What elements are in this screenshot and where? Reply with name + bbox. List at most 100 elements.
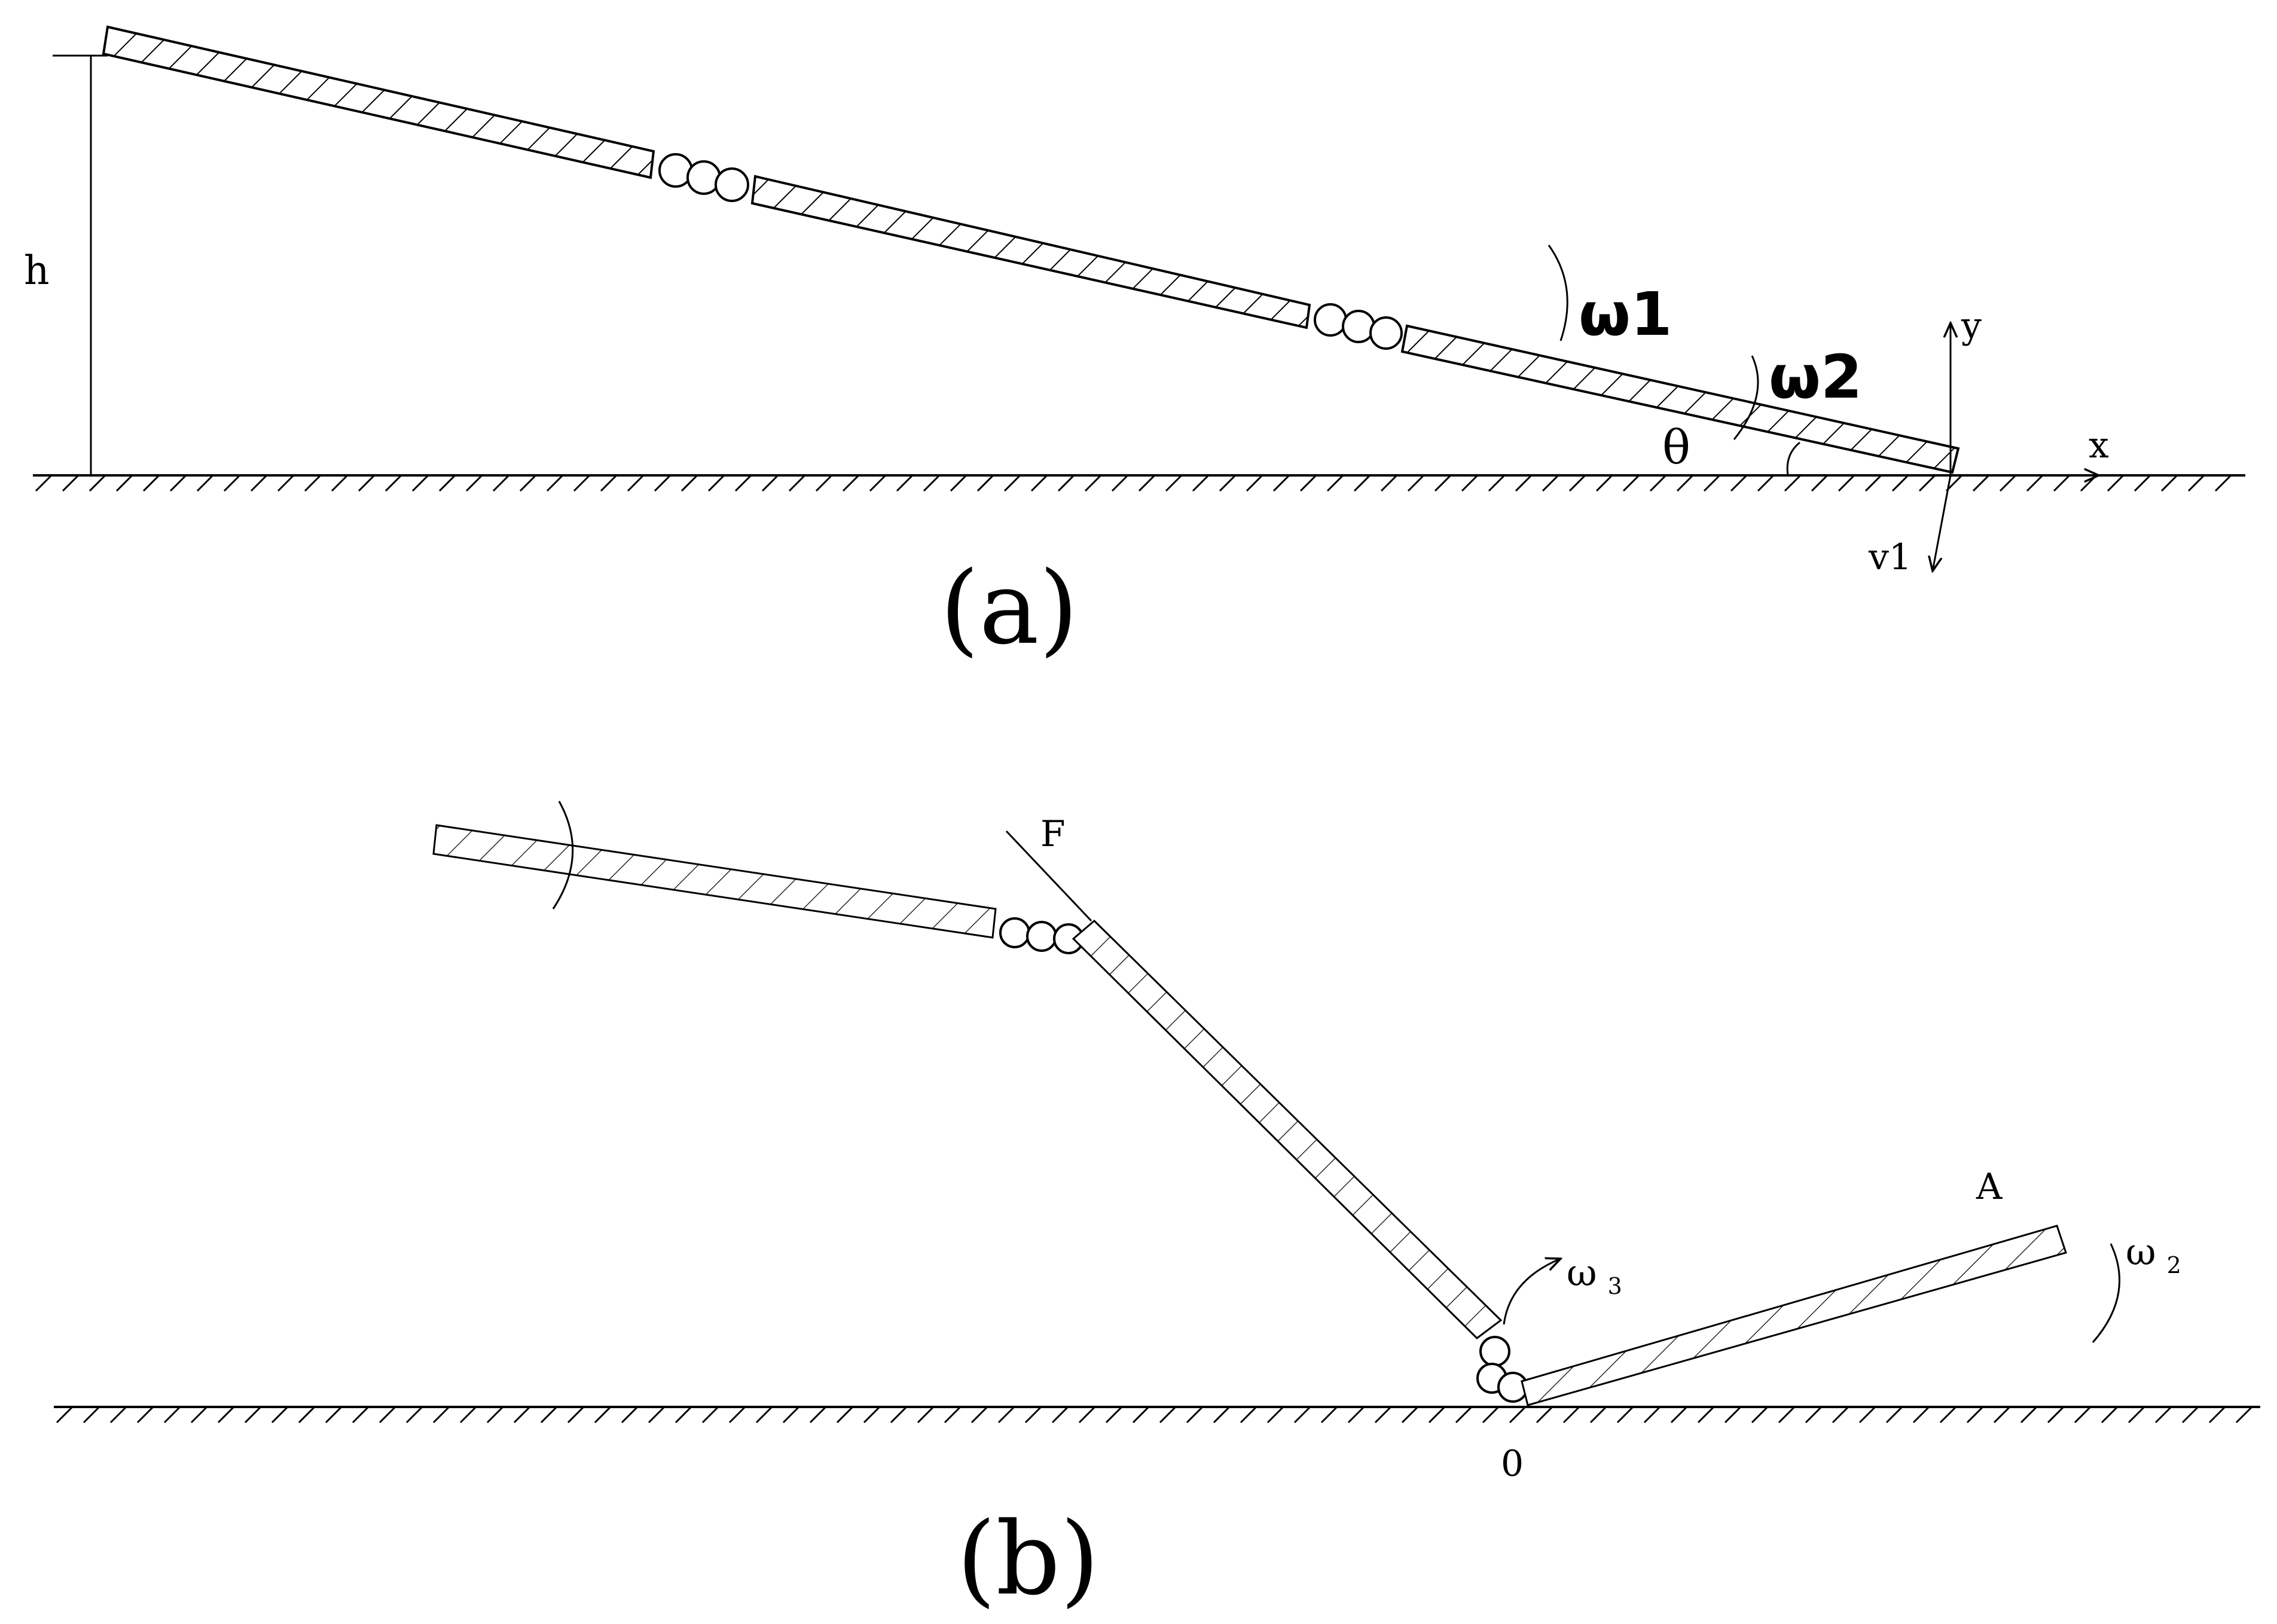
ground-hatch-tick [2181,1406,2199,1424]
ground-hatch-tick [2080,474,2098,492]
ground-hatch-tick [815,474,833,492]
ground-hatch-tick [1461,474,1479,492]
ground-hatch-tick [1455,1406,1473,1424]
ground-hatch-tick [35,474,53,492]
ground-hatch-tick [304,474,322,492]
ground-hatch-tick [1751,1406,1769,1424]
label-omega2: ω2 [1769,342,1863,412]
caption-b: (b) [957,1500,1100,1617]
ground-hatch-tick [1024,1406,1042,1424]
left-rotation-arc [552,801,574,909]
ground-hatch-tick [2020,1406,2038,1424]
ground-hatch-tick [1186,1406,1204,1424]
ground-hatch-tick [1778,1406,1796,1424]
ground-hatch-tick [1401,1406,1419,1424]
ground-hatch-tick [1891,474,1909,492]
ground-hatch-tick [223,474,241,492]
omega1-arc [1547,245,1568,341]
ground-hatch-tick [1051,1406,1069,1424]
ground-hatch-tick [1111,474,1129,492]
ground-hatch-tick [1293,1406,1311,1424]
ground-hatch-tick [56,1406,74,1424]
ground-hatch-tick [411,474,429,492]
ground-hatch-tick [459,1406,477,1424]
ground-hatch-tick [492,474,510,492]
ground-hatch-tick [1542,474,1559,492]
ground-hatch-tick [115,474,133,492]
ground-hatch-tick [438,474,456,492]
ground-hatch-tick [1515,474,1533,492]
ground-hatch-tick [674,1406,692,1424]
ground-hatch-tick [755,1406,773,1424]
joint-balls-2 [1314,303,1403,350]
ground-hatch-tick [1219,474,1237,492]
ground-hatch-tick [1676,474,1694,492]
ground-hatch-tick [1299,474,1317,492]
ground-hatch-tick [2160,474,2178,492]
ground-hatch-tick [1428,1406,1446,1424]
joint-balls-1 [658,153,749,202]
ground-hatch-tick [944,1406,962,1424]
ground-hatch-tick [923,474,941,492]
ground-hatch-tick [88,474,106,492]
ground-hatch-tick [976,474,994,492]
ground-hatch-tick [1918,474,1936,492]
theta-arc [1786,441,1800,476]
ground-hatch-tick [1320,1406,1338,1424]
ground-hatch-tick [1003,474,1021,492]
ground-hatch-tick [250,474,268,492]
label-origin: 0 [1501,1443,1524,1485]
ground-hatch-tick [997,1406,1015,1424]
ground-hatch-tick [1670,1406,1688,1424]
ground-hatch-tick [1649,474,1667,492]
ground-hatch-tick [600,474,618,492]
ground-hatch-tick [1616,1406,1634,1424]
ground-hatch-tick [788,474,806,492]
ground-hatch-tick [1159,1406,1177,1424]
ground-hatch-tick [244,1406,262,1424]
ground-hatch-tick [217,1406,235,1424]
ground-hatch-tick [1030,474,1048,492]
label-omega1: ω1 [1579,279,1672,349]
ground-hatch-tick [465,474,483,492]
ground-hatch-tick [567,1406,585,1424]
caption-a: (a) [940,550,1078,667]
ground-hatch-tick [1132,1406,1150,1424]
ground-hatch-tick [2208,1406,2226,1424]
ground-hatch-tick [486,1406,504,1424]
label-f: F [1040,813,1066,855]
ground-hatch-tick [1805,1406,1823,1424]
ground-hatch-tick [836,1406,854,1424]
omega2-arc [1733,355,1759,440]
ground-hatch-tick [782,1406,800,1424]
ground-hatch-tick [2128,1406,2145,1424]
ground-hatch-tick [648,1406,666,1424]
rod-segment-2 [750,175,1311,329]
ground-hatch-tick [950,474,967,492]
ground-hatch-tick [1643,1406,1661,1424]
ground-hatch-tick [136,1406,154,1424]
ground-hatch-tick [1266,1406,1284,1424]
ground-hatch-tick [540,1406,558,1424]
ground-hatch-tick [109,1406,127,1424]
ground-hatch-tick [2133,474,2151,492]
label-x: x [2089,425,2109,466]
ground-hatch-tick [1562,1406,1580,1424]
ground-hatch-tick [1353,474,1371,492]
ground-hatch-tick [654,474,671,492]
ground-hatch-tick [2187,474,2205,492]
ground-hatch-tick [1509,1406,1527,1424]
ground-hatch-tick [62,474,80,492]
omega3-subscript: 3 [1608,1273,1622,1299]
ground-hatch-tick [728,1406,746,1424]
ground-hatch-tick [277,474,295,492]
rod-segment-3 [1400,324,1960,474]
ground-hatch-tick [196,474,214,492]
ground-hatch-tick [1811,474,1829,492]
ground-hatch-tick [163,1406,181,1424]
ground-hatch-tick [917,1406,935,1424]
rod-segment-diagonal [1072,919,1503,1339]
omega2-b-arc [2092,1243,2121,1343]
